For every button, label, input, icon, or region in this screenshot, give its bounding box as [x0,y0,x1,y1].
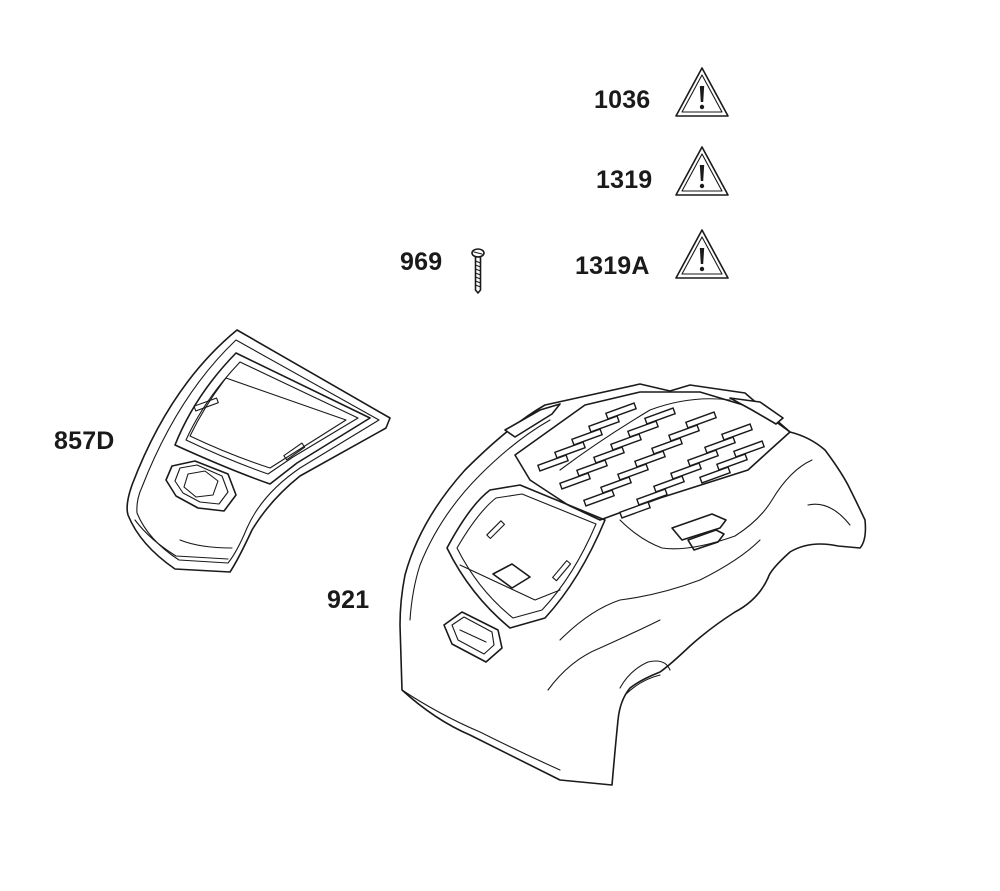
callout-857d: 857D [54,427,115,455]
callout-1319a: 1319A [575,252,650,280]
callout-969: 969 [400,248,443,276]
callout-921: 921 [327,586,370,614]
callout-1319: 1319 [596,166,653,194]
callout-1036: 1036 [594,86,651,114]
